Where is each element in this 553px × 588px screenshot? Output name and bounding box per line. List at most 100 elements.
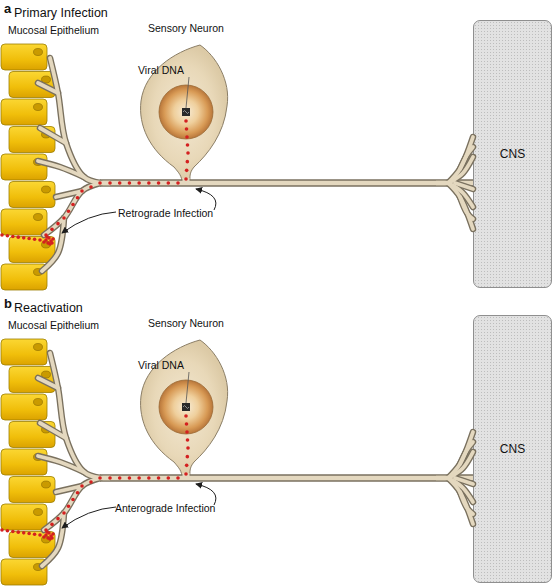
cell-nucleus: [34, 564, 43, 571]
cell-body: [1, 394, 47, 420]
virus-particle: [128, 476, 132, 480]
axon-core: [186, 181, 473, 186]
virus-particle: [62, 511, 66, 515]
epithelial-cell: [9, 237, 55, 263]
epithelial-cell: [1, 154, 47, 180]
axon-outline: [186, 474, 473, 482]
cell-nucleus: [42, 131, 51, 138]
dendrite-core: [455, 478, 473, 484]
dendrite-core: [452, 452, 473, 476]
virus-particle: [76, 196, 80, 200]
dendrite-core: [448, 137, 473, 183]
epithelial-cell: [9, 182, 55, 208]
cell-nucleus: [34, 159, 43, 166]
dendrite-outline: [448, 478, 473, 524]
process-label: Anterograde Infection: [115, 501, 215, 515]
cns-block: CNS: [473, 20, 552, 288]
epithelial-cell: [9, 477, 55, 503]
cell-nucleus: [42, 186, 51, 193]
axon: [186, 478, 473, 479]
cell-body: [1, 44, 47, 70]
epithelial-cell: [1, 44, 47, 70]
cell-body: [9, 367, 55, 393]
cell-nucleus: [42, 371, 51, 378]
region-heading: Mucosal Epithelium: [8, 319, 99, 332]
part-label: Viral DNA: [138, 64, 184, 77]
callout-arrow: [196, 484, 216, 505]
epithelial-cell: [1, 339, 47, 365]
virus-particle: [137, 181, 141, 185]
dendrite-core: [50, 353, 100, 478]
virus-particle: [157, 476, 161, 480]
virus-particle: [50, 523, 54, 527]
dendrite-outline: [460, 197, 473, 219]
region-heading: Mucosal Epithelium: [8, 24, 99, 37]
process-label: Retrograde Infection: [118, 206, 213, 220]
axon: [100, 183, 186, 184]
cell-nucleus: [42, 241, 51, 248]
epithelial-cell: [9, 367, 55, 393]
cell-body: [9, 532, 55, 558]
dendrite-core: [448, 478, 473, 524]
cell-nucleus: [34, 344, 43, 351]
dendrite-outline: [448, 183, 473, 229]
axon-outline: [100, 179, 186, 187]
dendrite-outline: [455, 478, 473, 484]
virus-particle: [98, 476, 102, 480]
epithelium-layer: Mucosal Epithelium: [0, 319, 100, 587]
virus-particle: [98, 181, 102, 185]
cell-body: [9, 422, 55, 448]
virus-particle: [108, 181, 112, 185]
dendrite-core: [460, 197, 473, 219]
part-label: Viral DNA: [138, 359, 184, 372]
axon-joint: [95, 476, 110, 481]
dendrite-outline: [448, 432, 473, 478]
virus-particle: [176, 476, 180, 480]
dendrite-outline: [448, 137, 473, 183]
dendrite-core: [452, 185, 473, 207]
cell-body: [1, 154, 47, 180]
cell-heading: Sensory Neuron: [148, 317, 224, 330]
cell-body: [1, 339, 47, 365]
epithelium-cells: [0, 319, 100, 587]
virus-particle: [118, 181, 122, 185]
cell-body: [1, 504, 47, 530]
epithelial-cell: [1, 559, 47, 585]
virus-particle: [118, 476, 122, 480]
dna-strand: [183, 111, 189, 114]
dendrite-core: [56, 486, 82, 492]
neuron-cell-body: Sensory NeuronViral DNA: [136, 22, 236, 183]
epithelial-cell: [1, 99, 47, 125]
axon-core: [186, 476, 473, 481]
epithelial-cell: [9, 422, 55, 448]
epithelial-cell: [9, 72, 55, 98]
virus-particle: [80, 484, 84, 488]
virus-particle: [166, 181, 170, 185]
axon: [186, 183, 473, 184]
panel-letter: a: [4, 2, 11, 16]
virus-particle: [137, 476, 141, 480]
cell-nucleus: [34, 269, 43, 276]
panel-illustration: [0, 58, 473, 271]
cell-body: [9, 127, 55, 153]
callout-arrow: [62, 212, 116, 233]
axon-joint: [95, 181, 110, 186]
virus-particle: [147, 476, 151, 480]
cell-nucleus: [42, 426, 51, 433]
viral-dna: [182, 403, 190, 411]
epithelium-cells: [0, 24, 100, 292]
connectors: [100, 183, 473, 478]
epithelial-cell: [1, 264, 47, 290]
cell-body: [9, 72, 55, 98]
dendrite-outline: [460, 442, 473, 464]
virus-particle: [56, 517, 60, 521]
cell-nucleus: [34, 104, 43, 111]
dendrite-outline: [56, 486, 82, 492]
cell-body: [1, 99, 47, 125]
axon-joint: [436, 181, 452, 186]
virus-particle: [157, 181, 161, 185]
cell-nucleus: [34, 399, 43, 406]
cell-nucleus: [34, 49, 43, 56]
dendrite-core: [452, 157, 473, 181]
epithelial-cell: [1, 394, 47, 420]
